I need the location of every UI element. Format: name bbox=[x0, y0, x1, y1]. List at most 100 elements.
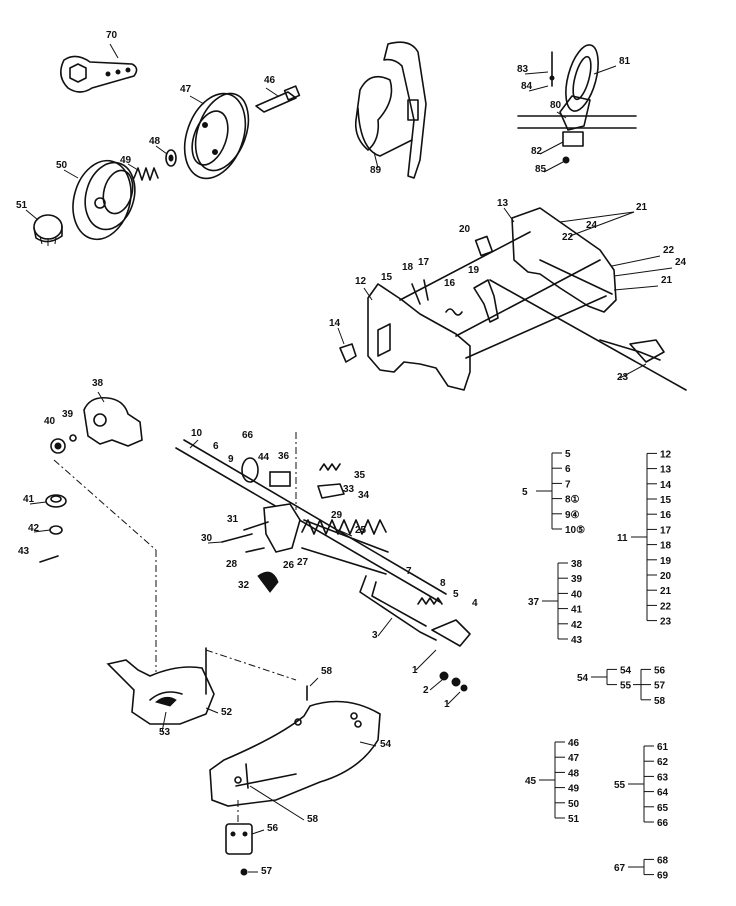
group-child-label: 62 bbox=[657, 757, 669, 768]
callout-12: 12 bbox=[355, 276, 367, 287]
callout-21: 21 bbox=[661, 275, 673, 286]
part-52-small-guard bbox=[106, 647, 297, 725]
subgroup-child-label: 56 bbox=[654, 665, 666, 676]
callout-58: 58 bbox=[307, 814, 319, 825]
callout-6: 6 bbox=[213, 441, 219, 452]
part-70-wrench bbox=[60, 55, 138, 93]
callout-16: 16 bbox=[444, 278, 456, 289]
callout-31: 31 bbox=[227, 514, 239, 525]
callout-81: 81 bbox=[619, 56, 631, 67]
callout-36: 36 bbox=[278, 451, 290, 462]
group-child-label: 43 bbox=[571, 635, 583, 646]
group-parent-label: 55 bbox=[614, 780, 626, 791]
part-49-spring bbox=[133, 167, 159, 181]
callout-24: 24 bbox=[586, 220, 598, 231]
group-child-label: 12 bbox=[660, 449, 672, 460]
callout-32: 32 bbox=[238, 580, 250, 591]
callout-49: 49 bbox=[120, 155, 132, 166]
group-child-label: 14 bbox=[660, 480, 672, 491]
group-child-label: 64 bbox=[657, 788, 669, 799]
group-child-label: 48 bbox=[568, 768, 580, 779]
callout-70: 70 bbox=[106, 30, 118, 41]
callout-40: 40 bbox=[44, 416, 56, 427]
callout-4: 4 bbox=[472, 598, 478, 609]
group-child-label: 50 bbox=[568, 799, 580, 810]
callout-47: 47 bbox=[180, 84, 192, 95]
callout-7: 7 bbox=[406, 566, 412, 577]
part-54-large-guard bbox=[209, 685, 381, 807]
callout-54: 54 bbox=[380, 739, 392, 750]
group-child-label: 42 bbox=[571, 620, 583, 631]
callout-13: 13 bbox=[497, 198, 509, 209]
callout-89: 89 bbox=[370, 165, 382, 176]
callout-26: 26 bbox=[283, 560, 295, 571]
group-child-label: 18 bbox=[660, 541, 672, 552]
group-child-label: 68 bbox=[657, 855, 669, 866]
part-5-shaft-tube bbox=[53, 432, 471, 692]
callout-56: 56 bbox=[267, 823, 279, 834]
callout-17: 17 bbox=[418, 257, 430, 268]
callout-19: 19 bbox=[468, 265, 480, 276]
callout-1: 1 bbox=[412, 665, 418, 676]
group-child-label: 17 bbox=[660, 525, 672, 536]
part-51-knob bbox=[33, 214, 63, 246]
group-child-label: 38 bbox=[571, 559, 583, 570]
callout-34: 34 bbox=[358, 490, 370, 501]
group-45: 45 46 47 48 49 50 51 bbox=[525, 738, 580, 825]
callout-53: 53 bbox=[159, 727, 171, 738]
group-child-label: 39 bbox=[571, 574, 583, 585]
group-child-label: 65 bbox=[657, 803, 669, 814]
part-80-85-strap bbox=[517, 44, 637, 164]
group-child-label: 15 bbox=[660, 495, 672, 506]
callout-22: 22 bbox=[562, 232, 574, 243]
group-child-label: 22 bbox=[660, 601, 672, 612]
callout-33: 33 bbox=[343, 484, 355, 495]
group-child-label: 41 bbox=[571, 605, 583, 616]
callout-42: 42 bbox=[28, 523, 40, 534]
part-47-drum bbox=[183, 92, 250, 180]
callout-14: 14 bbox=[329, 318, 341, 329]
callout-3: 3 bbox=[372, 630, 378, 641]
group-parent-label: 45 bbox=[525, 776, 537, 787]
group-child-label: 20 bbox=[660, 571, 672, 582]
group-child-label: 10⑤ bbox=[565, 525, 585, 536]
group-child-label: 49 bbox=[568, 784, 580, 795]
part-50-spool bbox=[72, 159, 136, 241]
callout-85: 85 bbox=[535, 164, 547, 175]
part-number-groups: 55678①9④10⑤11121314151617181920212223373… bbox=[522, 449, 672, 882]
group-child-label: 23 bbox=[660, 617, 672, 628]
group-parent-label: 5 bbox=[522, 487, 528, 498]
group-child-label: 51 bbox=[568, 814, 580, 825]
group-child-label: 69 bbox=[657, 871, 669, 882]
group-child-label: 63 bbox=[657, 772, 669, 783]
callout-35: 35 bbox=[354, 470, 366, 481]
callout-23: 23 bbox=[617, 372, 629, 383]
callout-51: 51 bbox=[16, 200, 28, 211]
callout-1: 1 bbox=[444, 699, 450, 710]
group-child-label: 46 bbox=[568, 738, 580, 749]
leader-lines bbox=[25, 43, 673, 873]
group-child-label: 47 bbox=[568, 753, 580, 764]
callout-21: 21 bbox=[636, 202, 648, 213]
callout-44: 44 bbox=[258, 452, 270, 463]
group-child-label: 21 bbox=[660, 586, 672, 597]
group-child-label: 19 bbox=[660, 556, 672, 567]
part-37-switch-parts bbox=[39, 396, 143, 563]
callout-52: 52 bbox=[221, 707, 233, 718]
group-child-label: 40 bbox=[571, 589, 583, 600]
callout-43: 43 bbox=[18, 546, 30, 557]
callout-41: 41 bbox=[23, 494, 35, 505]
group-child-label: 6 bbox=[565, 464, 571, 475]
part-46-shaft bbox=[255, 85, 301, 113]
group-parent-label: 67 bbox=[614, 863, 626, 874]
callout-24: 24 bbox=[675, 257, 687, 268]
callout-50: 50 bbox=[56, 160, 68, 171]
